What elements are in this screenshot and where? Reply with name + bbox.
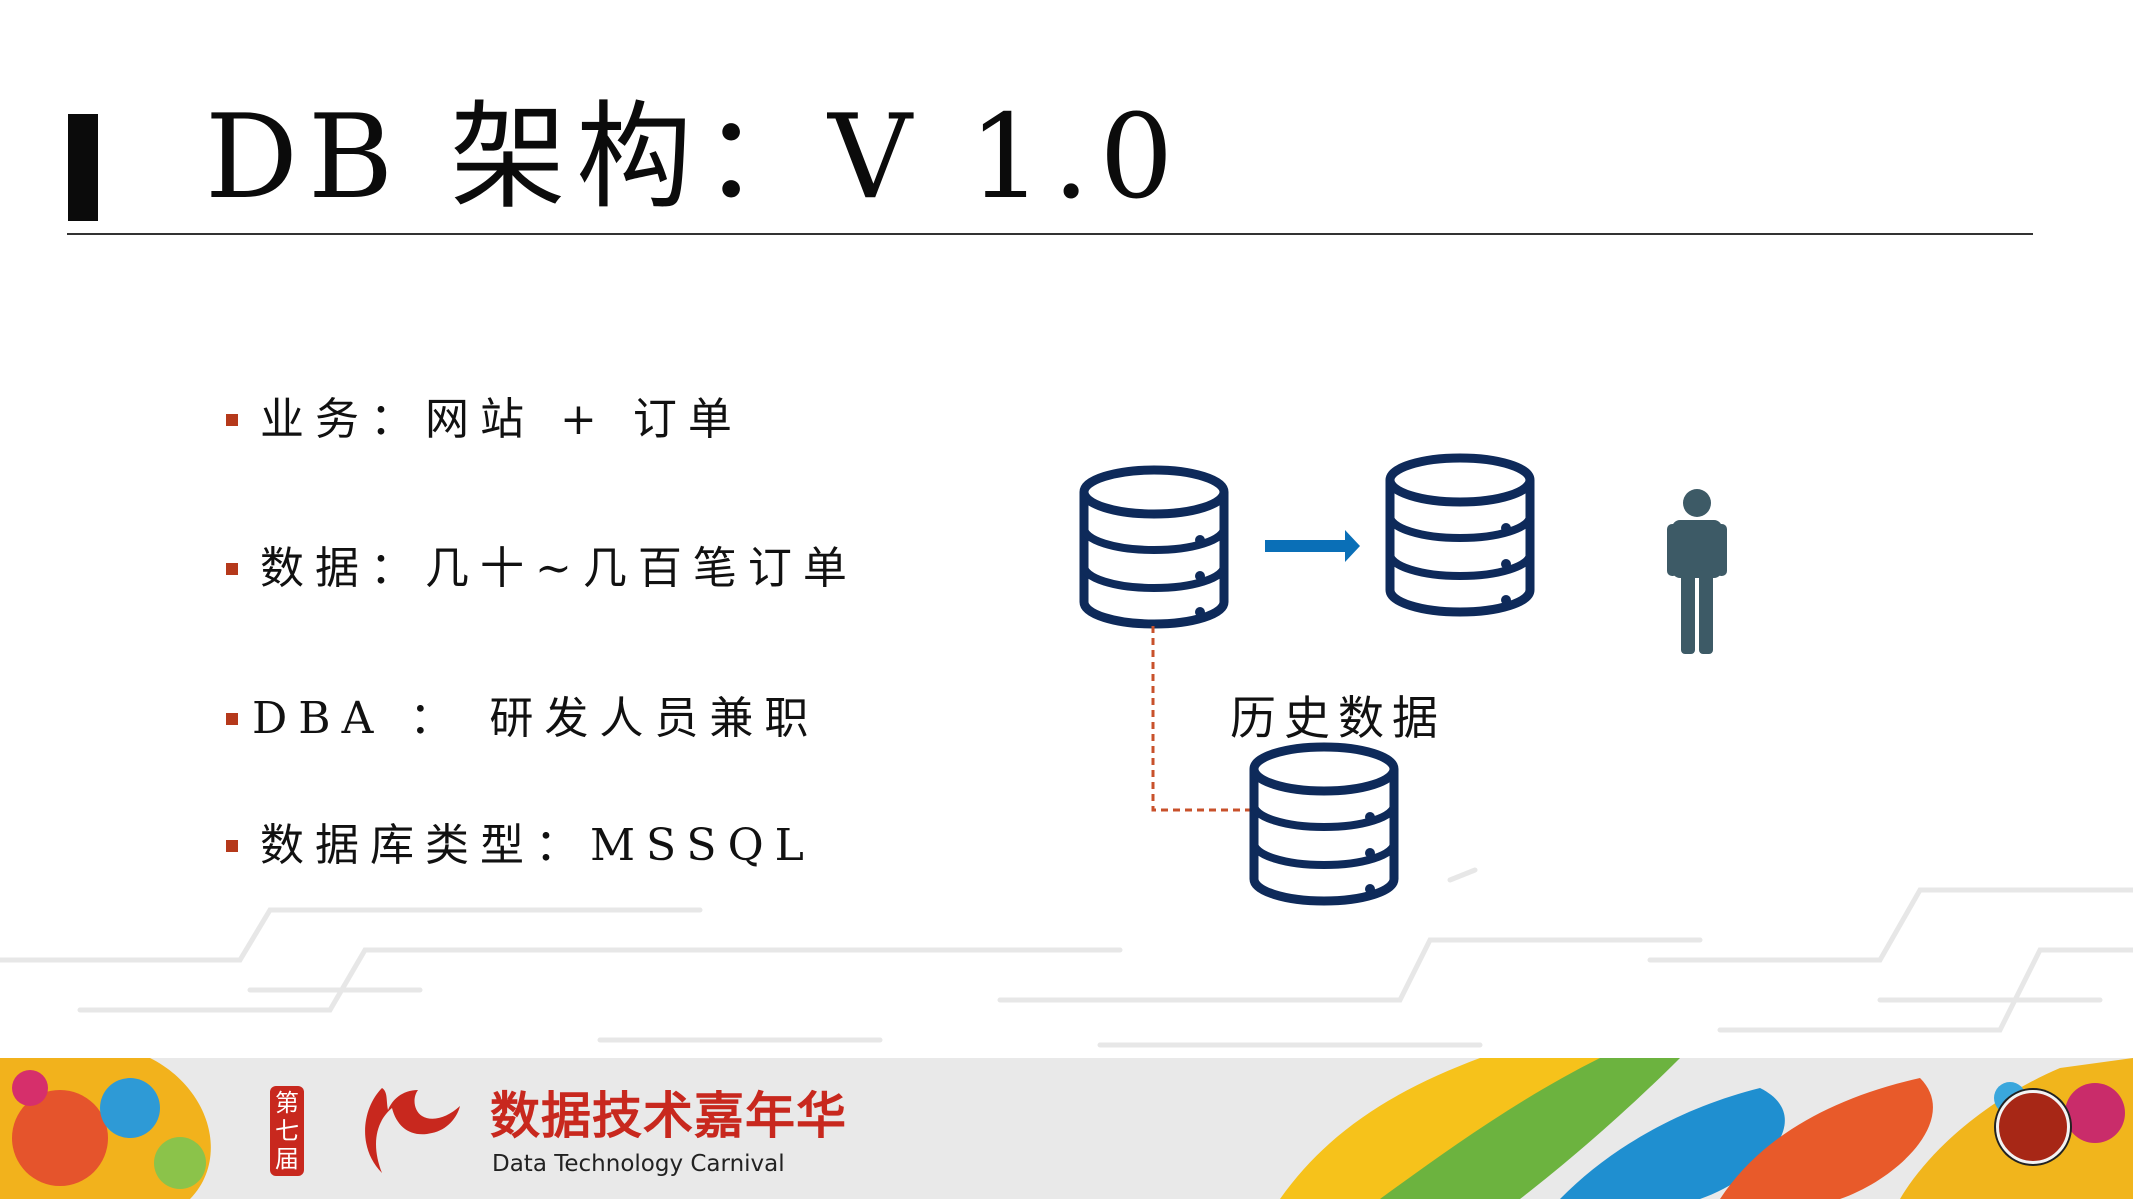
bullet-marker (226, 563, 238, 575)
rooster-logo-icon (365, 1088, 460, 1173)
badge-char: 届 (275, 1145, 299, 1173)
bullet-text: DBA ： 研发人员兼职 (252, 693, 820, 744)
edition-badge: 第 七 届 (270, 1086, 304, 1176)
database-icon-secondary (1390, 458, 1530, 612)
database-icon-primary (1084, 470, 1224, 624)
bullet-marker (226, 713, 238, 725)
title-accent-bar (68, 114, 98, 221)
event-title-en: Data Technology Carnival (492, 1151, 785, 1177)
bullet-item-data: 数据：几十~几百笔订单 (226, 541, 858, 597)
title-divider (67, 233, 2033, 235)
badge-char: 七 (275, 1117, 299, 1145)
slide-nav-button[interactable] (1996, 1090, 2070, 1164)
footer-banner: 第 七 届 数据技术嘉年华 Data Technology Carnival (0, 1058, 2133, 1199)
bullet-item-dba: DBA ： 研发人员兼职 (226, 691, 819, 747)
bullet-marker (226, 840, 238, 852)
bullet-item-business: 业务：网站 + 订单 (226, 392, 743, 448)
bullet-text: 业务：网站 + 订单 (260, 394, 743, 445)
right-arrow-icon (1265, 530, 1360, 562)
bullet-text: 数据：几十~几百笔订单 (260, 543, 858, 594)
bullet-item-db-type: 数据库类型：MSSQL (226, 818, 815, 874)
database-icon-history (1254, 747, 1394, 901)
history-data-label: 历史数据 (1230, 691, 1446, 745)
bullet-text: 数据库类型：MSSQL (260, 820, 815, 871)
badge-char: 第 (275, 1089, 299, 1117)
bullet-marker (226, 414, 238, 426)
slide-title: DB 架构：V 1.0 (205, 90, 1184, 225)
person-icon (1667, 489, 1727, 654)
event-title-cn: 数据技术嘉年华 (490, 1087, 847, 1145)
footer-decoration (0, 1058, 2133, 1199)
